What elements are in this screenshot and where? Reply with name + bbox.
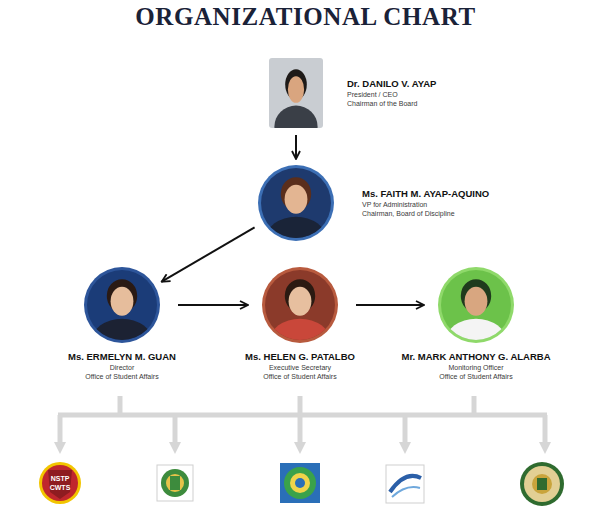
- photo: [269, 58, 323, 128]
- person-role: Director: [68, 363, 176, 372]
- text-block: Ms. HELEN G. PATALBOExecutive SecretaryO…: [245, 351, 355, 381]
- text-block: Ms. FAITH M. AYAP-AQUINOVP for Administr…: [362, 188, 489, 218]
- logo-text: NSTP: [51, 475, 70, 483]
- person-role: Monitoring Officer: [401, 363, 550, 372]
- person-role: President / CEO: [347, 90, 436, 99]
- seal-logo: [520, 462, 564, 506]
- tree-lines: [58, 396, 547, 448]
- office-logo: [157, 465, 193, 501]
- person-role: Executive Secretary: [245, 363, 355, 372]
- person-role: Office of Student Affairs: [401, 372, 550, 381]
- arrow-connector: [162, 227, 255, 281]
- arrow-connector: [295, 135, 297, 159]
- person-node: Dr. DANILO V. AYAPPresident / CEOChairma…: [269, 58, 436, 128]
- person-node: Ms. HELEN G. PATALBOExecutive SecretaryO…: [243, 267, 357, 381]
- portrait: [446, 279, 507, 343]
- portrait: [270, 279, 331, 343]
- portrait: [92, 279, 153, 343]
- person-node: Ms. ERMELYN M. GUANDirectorOffice of Stu…: [66, 267, 178, 381]
- person-name: Ms. FAITH M. AYAP-AQUINO: [362, 188, 489, 200]
- person-name: Ms. ERMELYN M. GUAN: [68, 351, 176, 363]
- person-role: Chairman, Board of Discipline: [362, 209, 489, 218]
- person-name: Mr. MARK ANTHONY G. ALARBA: [401, 351, 550, 363]
- arrow-connector: [178, 304, 248, 306]
- chart-title: ORGANIZATIONAL CHART: [0, 3, 611, 31]
- portrait: [266, 177, 327, 241]
- publication-logo: [386, 465, 424, 503]
- photo: [438, 267, 514, 343]
- person-node: Mr. MARK ANTHONY G. ALARBAMonitoring Off…: [399, 267, 553, 381]
- council-logo: [280, 463, 320, 503]
- photo: [84, 267, 160, 343]
- portrait: [274, 69, 317, 128]
- text-block: Ms. ERMELYN M. GUANDirectorOffice of Stu…: [68, 351, 176, 381]
- person-role: Office of Student Affairs: [245, 372, 355, 381]
- person-name: Dr. DANILO V. AYAP: [347, 78, 436, 90]
- person-role: Chairman of the Board: [347, 99, 436, 108]
- text-block: Mr. MARK ANTHONY G. ALARBAMonitoring Off…: [401, 351, 550, 381]
- nstp-logo: [39, 462, 81, 504]
- text-block: Dr. DANILO V. AYAPPresident / CEOChairma…: [347, 78, 436, 108]
- arrow-connector: [356, 304, 424, 306]
- photo: [258, 165, 334, 241]
- logo-text: CWTS: [50, 484, 71, 492]
- person-name: Ms. HELEN G. PATALBO: [245, 351, 355, 363]
- person-role: Office of Student Affairs: [68, 372, 176, 381]
- photo: [262, 267, 338, 343]
- person-role: VP for Administration: [362, 200, 489, 209]
- person-node: Ms. FAITH M. AYAP-AQUINOVP for Administr…: [258, 165, 489, 241]
